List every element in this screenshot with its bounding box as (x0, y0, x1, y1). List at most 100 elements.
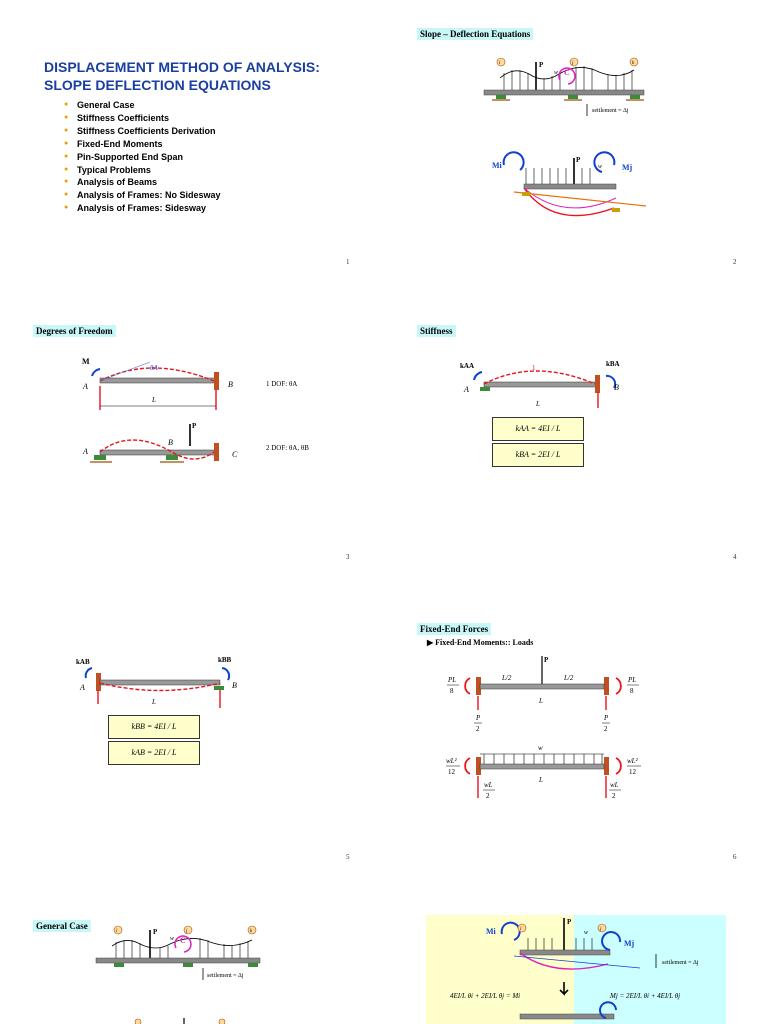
list-item: ●Analysis of Beams (64, 177, 158, 188)
bullet-icon: ● (64, 191, 69, 199)
title-line-2: SLOPE DEFLECTION EQUATIONS (44, 77, 271, 93)
title-line-1: DISPLACEMENT METHOD OF ANALYSIS: (44, 59, 320, 75)
beam-diagram-general-2: P w C i j k settlement = Δj (95, 925, 261, 1024)
bullet-icon: ● (64, 178, 69, 186)
bullet-icon: ● (64, 139, 69, 147)
beam-2 (479, 763, 605, 770)
w-label: w (554, 70, 558, 76)
support-k (630, 95, 640, 99)
fixed-end-left-2 (476, 757, 481, 775)
beam (483, 381, 597, 388)
beam-1 (99, 377, 216, 384)
l-label: L (151, 396, 156, 404)
moment-b-arrow (605, 374, 617, 389)
half-span-right: L/2 (563, 674, 574, 682)
fixed-end-left (476, 677, 481, 695)
two-left: 2 (476, 725, 480, 733)
moment-a-arrow (473, 371, 483, 381)
fem-right-arrow-2 (615, 757, 622, 775)
w-label: w (538, 744, 543, 752)
support-i (496, 95, 506, 99)
stiffness-diagram: kAA A 1 kBA B L (460, 360, 620, 408)
eq-right: Mj = 2EI/L θi + 4EI/L θj (609, 992, 680, 1000)
list-item: ●Stiffness Coefficients (64, 112, 170, 123)
stiffness-eq-2: kBA = 2EI / L (492, 443, 584, 467)
beam (99, 679, 221, 686)
node-i-label: i (520, 927, 522, 932)
fem-left-arrow-2 (464, 757, 471, 775)
topic-list: ●General Case ●Stiffness Coefficients ●S… (64, 99, 221, 215)
stiffness-diagram-b: kAB A kBB B L (76, 656, 237, 708)
beam-1 (479, 683, 605, 690)
moment-arrow (91, 368, 101, 377)
point-load-label: P (539, 61, 544, 69)
tangent-line (99, 361, 151, 382)
a-label: A (79, 683, 85, 692)
node-k-label: k (632, 61, 635, 66)
stiffness-eq-2: kAB = 2EI / L (108, 741, 200, 765)
support-j-2 (612, 208, 620, 212)
w-label: w (170, 936, 174, 942)
b-label: B (228, 380, 233, 389)
dof2-text: 2 DOF: θA, θB (266, 444, 309, 452)
slide-header: Fixed-End Forces (417, 623, 492, 635)
deflected-shape (99, 682, 221, 692)
page-number: 2 (733, 258, 737, 266)
page-number: 6 (733, 853, 737, 861)
beam (483, 89, 645, 96)
bullet-icon: ● (64, 165, 69, 173)
pin-support (480, 387, 490, 391)
fixed-end-right-2 (604, 757, 609, 775)
list-item: ●Stiffness Coefficients Derivation (64, 125, 216, 136)
node-j-marker (569, 57, 579, 67)
left-panel-bg (426, 915, 574, 1024)
p-label: P (192, 422, 197, 430)
distributed-load-arrows (503, 66, 633, 90)
fixed-support-b (214, 372, 219, 390)
slide-subheader: ▶ Fixed-End Moments:: Loads (427, 638, 534, 647)
theta-a-label: θA (150, 364, 158, 372)
bullet-icon: ● (64, 152, 69, 160)
moment-b-arrow (221, 667, 231, 681)
moment-j-arrow (593, 151, 616, 173)
point-load-label-2: P (576, 156, 581, 164)
bullet-icon: ● (64, 101, 69, 108)
node-k-marker (629, 57, 639, 67)
bullet-icon: ● (64, 113, 69, 121)
fixed-end-diagrams: P L/2 L/2 L PL 8 PL 8 P 2 P 2 w (446, 656, 641, 800)
node-k-label: k (250, 929, 253, 934)
eight-right: 8 (630, 687, 634, 695)
list-item: ●Analysis of Frames: Sidesway (64, 203, 207, 214)
a-label: A (463, 385, 469, 394)
fixed-support-a (96, 673, 101, 691)
deflected-shape-2 (99, 439, 215, 460)
a-label: A (82, 382, 88, 391)
a-label-2: A (82, 447, 88, 456)
m-label: M (82, 357, 90, 366)
unit-rotation: 1 (532, 364, 536, 372)
udl-arrows (483, 754, 603, 764)
l-label: L (538, 697, 543, 705)
dof-diagrams: M A θA B L 1 DOF: θA A P B C 2 DOF: θA, … (82, 357, 309, 463)
kba-label: kBA (606, 360, 620, 368)
mi-label: Mi (492, 161, 503, 170)
distributed-load-arrows-2 (525, 168, 591, 184)
kaa-label: kAA (460, 362, 474, 370)
couple-label: C (180, 936, 186, 945)
twelve-left: 12 (448, 768, 456, 776)
slide-title: DISPLACEMENT METHOD OF ANALYSIS: SLOPE D… (44, 58, 320, 94)
wl-left: wL (484, 781, 493, 789)
page-number: 1 (346, 258, 350, 266)
w-label: w (584, 930, 588, 936)
deflected-shape-1 (99, 367, 215, 382)
slide-header: Degrees of Freedom (33, 325, 116, 337)
couple-label: C (564, 68, 570, 77)
l-label-2: L (538, 776, 543, 784)
list-item: ●Pin-Supported End Span (64, 151, 183, 162)
right-panel-bg (574, 915, 726, 1024)
b-label-2: B (168, 438, 173, 447)
slide-header: Slope – Deflection Equations (417, 28, 534, 40)
stiffness-eq-1: kAA = 4EI / L (492, 417, 584, 441)
w-label-2: w (598, 164, 602, 170)
node-i-marker (496, 57, 506, 67)
